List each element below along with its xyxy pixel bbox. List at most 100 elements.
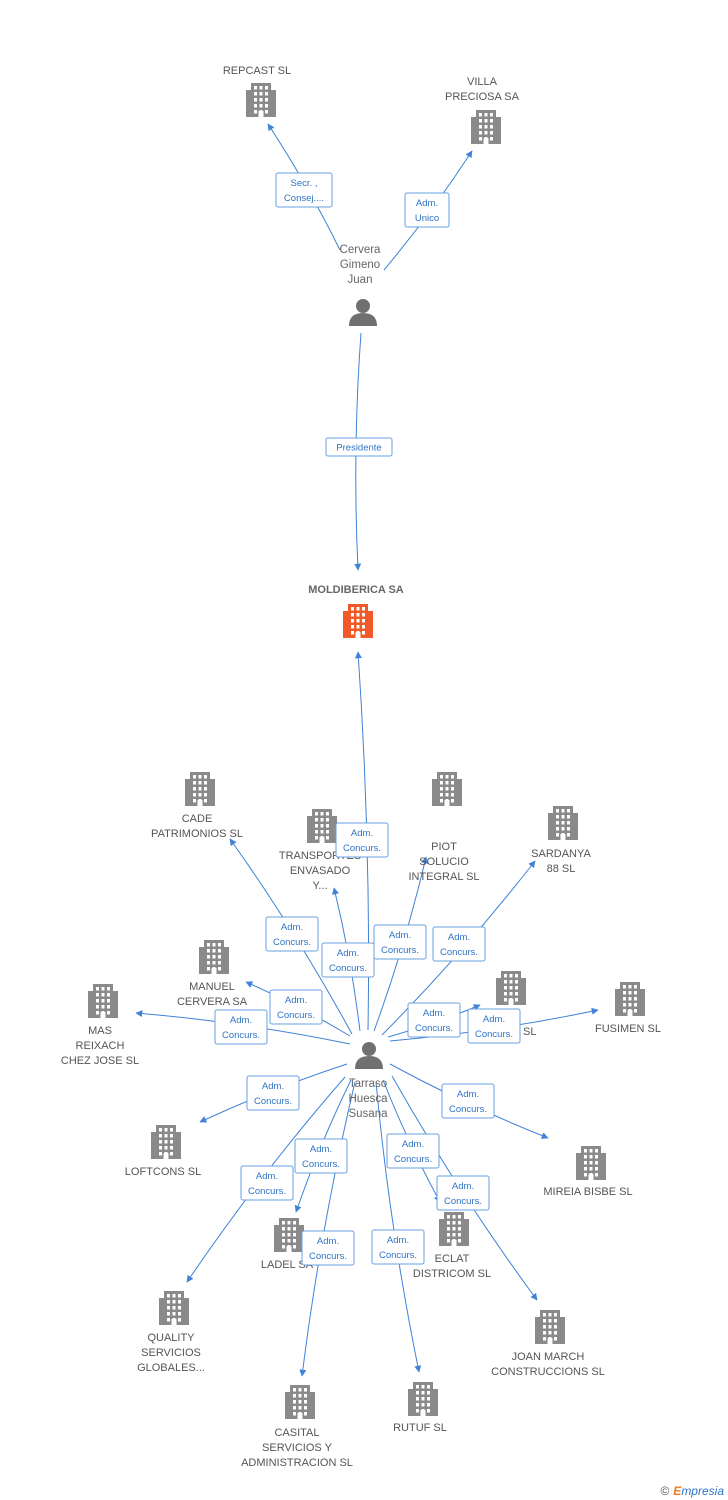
node-label-line: LOFTCONS SL	[125, 1166, 201, 1178]
node-rutuf[interactable]: RUTUF SL	[393, 1382, 447, 1434]
edge-label[interactable]: Adm.Concurs.	[373, 924, 427, 960]
edge-label-line: Adm.	[389, 930, 411, 941]
node-label-line: CERVERA SA	[177, 996, 248, 1008]
node-label-line: SL	[523, 1026, 536, 1038]
edge-label[interactable]: Adm.Concurs.	[214, 1009, 268, 1045]
edge-label-line: Concurs.	[379, 1250, 417, 1261]
node-label: REPCAST SL	[223, 65, 291, 77]
node-label-line: SERVICIOS	[141, 1347, 201, 1359]
edge-label-line: Adm.	[317, 1236, 339, 1247]
edges-layer	[135, 123, 599, 1377]
edge-label-box	[269, 989, 323, 1025]
building-icon	[343, 604, 373, 638]
node-label-line: ADMINISTRACION SL	[241, 1457, 353, 1469]
edge-label[interactable]: Adm.Concurs.	[269, 989, 323, 1025]
building-icon	[432, 772, 462, 806]
edge-label[interactable]: Adm.Concurs.	[436, 1175, 490, 1211]
node-label-line: SOLUCIO	[419, 856, 469, 868]
edge-label[interactable]: Adm.Concurs.	[467, 1008, 521, 1044]
edge-label-line: Concurs.	[302, 1159, 340, 1170]
edge-label-line: Adm.	[416, 198, 438, 209]
edge-label-line: Adm.	[387, 1235, 409, 1246]
node-repcast[interactable]: REPCAST SL	[223, 65, 291, 117]
node-label-line: VILLA	[467, 76, 498, 88]
edge-labels-layer: Secr. ,Consej....Adm.UnicoPresidenteAdm.…	[214, 172, 521, 1266]
edge-label-text: Adm.Concurs.	[381, 930, 419, 956]
edge-label[interactable]: Adm.Concurs.	[441, 1083, 495, 1119]
edge-label-text: Adm. Concurs.	[329, 948, 367, 974]
edge-label[interactable]: Adm.Concurs.	[294, 1138, 348, 1174]
edge-label-box	[404, 192, 450, 228]
node-label-line: FUSIMEN SL	[595, 1023, 661, 1035]
edge-label[interactable]: Secr. ,Consej....	[275, 172, 333, 208]
edge-label-line: Concurs.	[222, 1030, 260, 1041]
edge-label-text: Adm.Concurs.	[440, 932, 478, 958]
node-label-line: REPCAST SL	[223, 65, 291, 77]
brand-logo-e: E	[673, 1484, 682, 1498]
person-icon	[349, 299, 377, 326]
node-moldiberica[interactable]: MOLDIBERICA SA	[308, 584, 404, 638]
edge-label-line: Unico	[415, 213, 439, 224]
node-label-line: ENVASADO	[290, 865, 351, 877]
edge-label-box	[407, 1002, 461, 1038]
node-label-line: MAS	[88, 1025, 112, 1037]
node-label-line: JOAN MARCH	[512, 1351, 585, 1363]
edge-label[interactable]: Adm.Concurs.	[240, 1165, 294, 1201]
building-icon	[88, 984, 118, 1018]
node-villa[interactable]: VILLA PRECIOSA SA	[445, 76, 520, 144]
brand-logo-text: mpresia	[681, 1484, 724, 1498]
edge-label-line: Adm.	[337, 948, 359, 959]
edge-label[interactable]: Adm.Concurs.	[407, 1002, 461, 1038]
node-label: LOFTCONS SL	[125, 1166, 201, 1178]
node-label-line: REIXACH	[76, 1040, 125, 1052]
node-loftcons[interactable]: LOFTCONS SL	[125, 1125, 201, 1178]
node-label-line: PRECIOSA SA	[445, 91, 520, 103]
edge-label[interactable]: Adm. Concurs.	[321, 942, 375, 978]
edge-label-line: Adm.	[483, 1014, 505, 1025]
edge-label[interactable]: Adm. Unico	[404, 192, 450, 228]
node-label: RUTUF SL	[393, 1422, 447, 1434]
edge-label-text: Presidente	[336, 443, 381, 454]
edge-label-box	[321, 942, 375, 978]
edge-label[interactable]: Adm.Concurs.	[432, 926, 486, 962]
edge-label-box	[335, 822, 389, 858]
building-icon	[285, 1385, 315, 1419]
edge-label[interactable]: Adm.Concurs.	[265, 916, 319, 952]
edge-label[interactable]: Adm.Concurs.	[335, 822, 389, 858]
edge-label-line: Concurs.	[329, 963, 367, 974]
building-icon	[576, 1146, 606, 1180]
building-icon	[274, 1218, 304, 1252]
edge-label[interactable]: Adm. Concurs.	[301, 1230, 355, 1266]
node-unnamed[interactable]: SL	[496, 971, 536, 1038]
edge-label-line: Concurs.	[309, 1251, 347, 1262]
edge-label[interactable]: Adm.Concurs.	[386, 1133, 440, 1169]
edge-label-box	[275, 172, 333, 208]
footer-brand[interactable]: ©Empresia	[660, 1484, 724, 1498]
node-fusimen[interactable]: FUSIMEN SL	[595, 982, 661, 1035]
node-label-line: CASITAL	[274, 1427, 319, 1439]
node-mireia[interactable]: MIREIA BISBE SL	[543, 1146, 633, 1198]
edge-label[interactable]: Adm. Concurs.	[371, 1229, 425, 1265]
edge-label-text: Adm.Concurs.	[394, 1139, 432, 1165]
building-icon	[615, 982, 645, 1016]
edge-tarraso-to-casital	[299, 1081, 356, 1377]
building-icon	[439, 1212, 469, 1246]
edge-label-text: Adm.Concurs.	[254, 1081, 292, 1107]
edge-label[interactable]: Presidente	[325, 437, 393, 457]
edge-label-box	[386, 1133, 440, 1169]
edge-label[interactable]: Adm.Concurs.	[246, 1075, 300, 1111]
